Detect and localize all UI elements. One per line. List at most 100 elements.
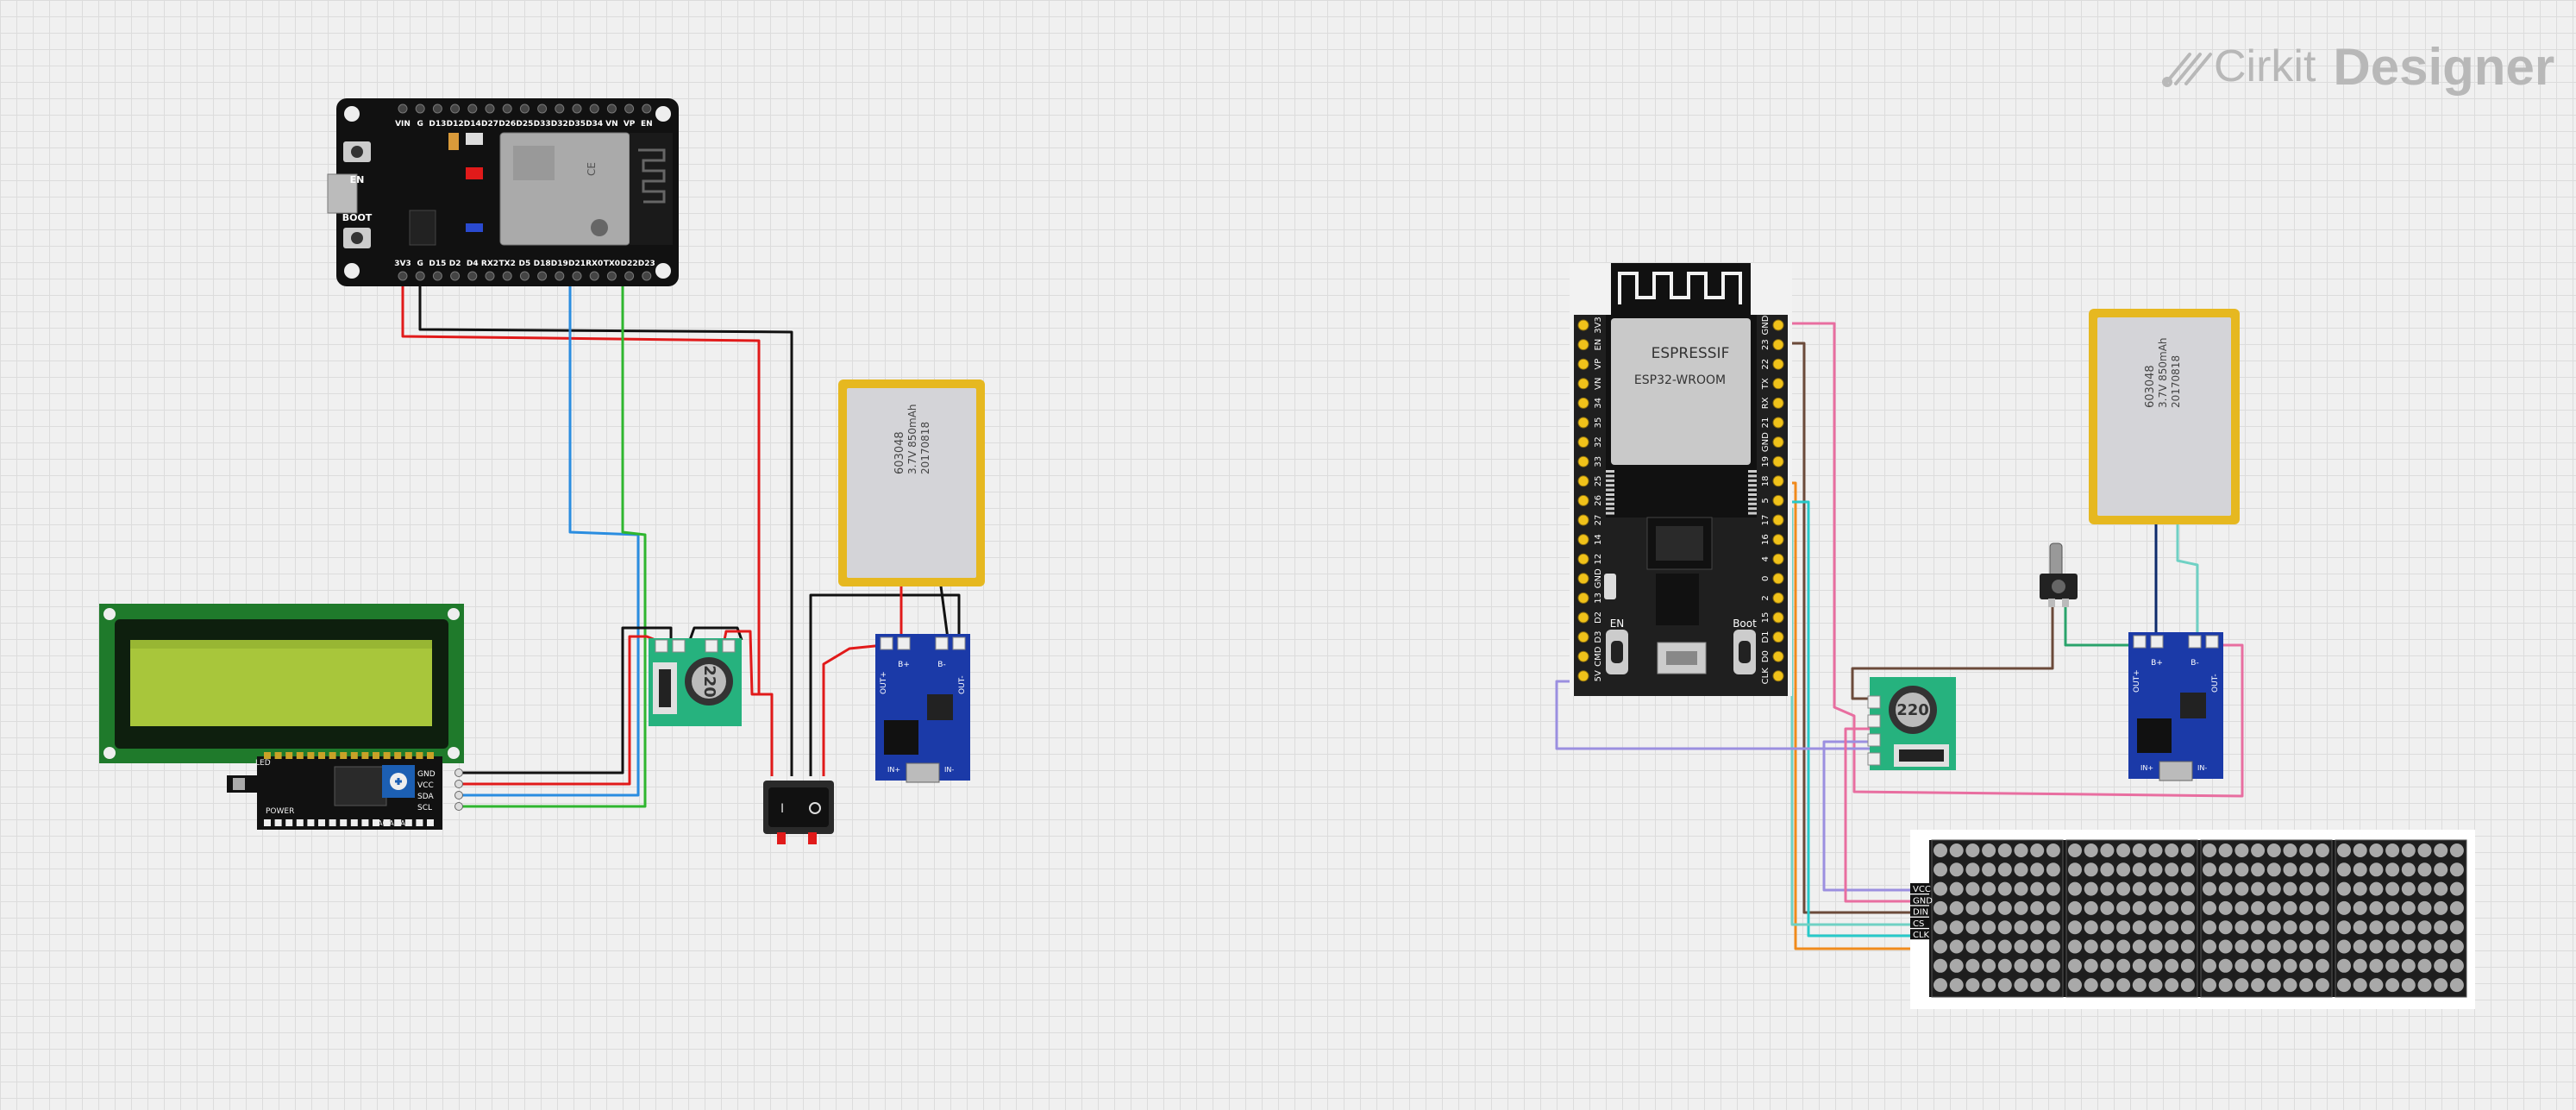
module-right-pin[interactable] (1772, 592, 1784, 604)
i2c-pin[interactable] (454, 791, 463, 800)
module-left-pin[interactable] (1577, 494, 1589, 506)
module-left-pin[interactable] (1577, 339, 1589, 351)
esp32-top-pin[interactable] (519, 103, 530, 114)
esp32-top-pin[interactable] (642, 103, 652, 114)
esp32-bottom-pin[interactable] (485, 271, 495, 281)
module-left-pin[interactable] (1577, 670, 1589, 682)
wire-black-buck[interactable] (688, 626, 743, 641)
module-right-pin[interactable] (1772, 670, 1784, 682)
module-right-pin[interactable] (1772, 378, 1784, 390)
esp32-top-pin[interactable] (415, 103, 425, 114)
rocker-switch[interactable]: I (763, 781, 834, 844)
module-left-pin[interactable] (1577, 455, 1589, 467)
esp32-bottom-pin[interactable] (589, 271, 599, 281)
esp32-wroom-board[interactable]: ESPRESSIF ESP32-WROOM EN Boot 3V3ENVPVN3… (1570, 263, 1792, 696)
esp32-top-pin[interactable] (555, 103, 565, 114)
module-left-pin[interactable] (1577, 475, 1589, 487)
lipo-battery-right[interactable]: 603048 3.7V 850mAh 20170818 (2089, 309, 2240, 524)
i2c-pin[interactable] (454, 780, 463, 788)
module-left-pin[interactable] (1577, 417, 1589, 429)
esp32-top-pin[interactable] (572, 103, 582, 114)
module-left-pin[interactable] (1577, 534, 1589, 546)
wire-pink-gnd[interactable] (1777, 322, 2244, 798)
esp32-top-pin[interactable] (606, 103, 617, 114)
module-right-pin[interactable] (1772, 514, 1784, 526)
module-left-pin[interactable] (1577, 319, 1589, 331)
wire-green-scl[interactable] (459, 280, 647, 808)
esp32-bottom-pin[interactable] (432, 271, 442, 281)
wire-pink-gnd-matrix[interactable] (1844, 727, 1910, 903)
module-right-pin[interactable] (1772, 436, 1784, 448)
esp32-bottom-pin[interactable] (398, 271, 408, 281)
wire-cyan-5[interactable] (1777, 500, 1910, 938)
module-left-pin[interactable] (1577, 631, 1589, 643)
esp32-bottom-pin[interactable] (450, 271, 461, 281)
module-left-pin[interactable] (1577, 650, 1589, 662)
module-right-pin[interactable] (1772, 339, 1784, 351)
module-left-pin[interactable] (1577, 611, 1589, 624)
buck-converter-left[interactable]: 220 (649, 638, 742, 726)
module-right-pin[interactable] (1772, 534, 1784, 546)
esp32-top-pin[interactable] (432, 103, 442, 114)
esp32-top-pin[interactable] (467, 103, 478, 114)
esp32-top-pin[interactable] (537, 103, 548, 114)
module-left-pin[interactable] (1577, 397, 1589, 409)
esp32-bottom-pin[interactable] (572, 271, 582, 281)
buck-converter-right[interactable]: 220 (1867, 677, 1956, 770)
module-right-pin[interactable] (1772, 494, 1784, 506)
module-right-pin[interactable] (1772, 358, 1784, 370)
wire-black-lcd-gnd[interactable] (459, 626, 673, 774)
module-right-pin[interactable] (1772, 611, 1784, 624)
esp32-top-pin[interactable] (398, 103, 408, 114)
module-right-pin[interactable] (1772, 573, 1784, 585)
module-left-pin[interactable] (1577, 378, 1589, 390)
wire-teal-battery[interactable] (2176, 517, 2199, 645)
wire-black-switch-charger[interactable] (809, 593, 961, 776)
esp32-bottom-pin[interactable] (467, 271, 478, 281)
module-right-pin[interactable] (1772, 319, 1784, 331)
esp32-top-pin[interactable] (589, 103, 599, 114)
tp4056-charger-left[interactable]: OUT+B+B-OUT-IN+IN- (875, 634, 970, 783)
tp4056-charger-right[interactable]: OUT+B+B-OUT-IN+IN- (2128, 632, 2223, 781)
module-right-pin[interactable] (1772, 553, 1784, 565)
module-left-pin[interactable] (1577, 553, 1589, 565)
i2c-pin[interactable] (454, 768, 463, 777)
esp32-bottom-pin[interactable] (606, 271, 617, 281)
wire-purple-vcc[interactable] (1822, 740, 1910, 892)
wire-red-vin[interactable] (401, 110, 774, 776)
lcd-16x2-display[interactable] (99, 604, 464, 763)
wire-red-lcd-vcc[interactable] (459, 635, 656, 786)
esp32-top-pin[interactable] (485, 103, 495, 114)
esp32-bottom-pin[interactable] (642, 271, 652, 281)
module-right-pin[interactable] (1772, 455, 1784, 467)
esp32-bottom-pin[interactable] (624, 271, 635, 281)
i2c-pin[interactable] (454, 802, 463, 811)
module-left-pin[interactable] (1577, 573, 1589, 585)
esp32-bottom-pin[interactable] (555, 271, 565, 281)
esp32-bottom-pin[interactable] (502, 271, 512, 281)
module-left-pin[interactable] (1577, 358, 1589, 370)
esp32-top-pin[interactable] (450, 103, 461, 114)
module-right-pin[interactable] (1772, 475, 1784, 487)
module-left-pin[interactable] (1577, 514, 1589, 526)
wire-red-switch-charger[interactable] (822, 643, 885, 776)
wire-red-buck-switch[interactable] (723, 630, 759, 696)
esp32-bottom-pin[interactable] (537, 271, 548, 281)
esp32-top-pin[interactable] (624, 103, 635, 114)
esp32-top-pin[interactable] (502, 103, 512, 114)
lipo-battery-left[interactable]: 603048 3.7V 850mAh 20170818 (838, 379, 985, 586)
wire-brown-switch[interactable] (1851, 604, 2054, 700)
module-right-pin[interactable] (1772, 631, 1784, 643)
wire-darkgreen-switch[interactable] (2064, 604, 2130, 647)
module-left-pin[interactable] (1577, 436, 1589, 448)
esp32-bottom-pin[interactable] (415, 271, 425, 281)
toggle-switch[interactable] (2040, 542, 2078, 607)
module-right-pin[interactable] (1772, 650, 1784, 662)
module-left-pin[interactable] (1577, 592, 1589, 604)
module-right-pin[interactable] (1772, 397, 1784, 409)
esp32-bottom-pin[interactable] (519, 271, 530, 281)
module-right-pin[interactable] (1772, 417, 1784, 429)
